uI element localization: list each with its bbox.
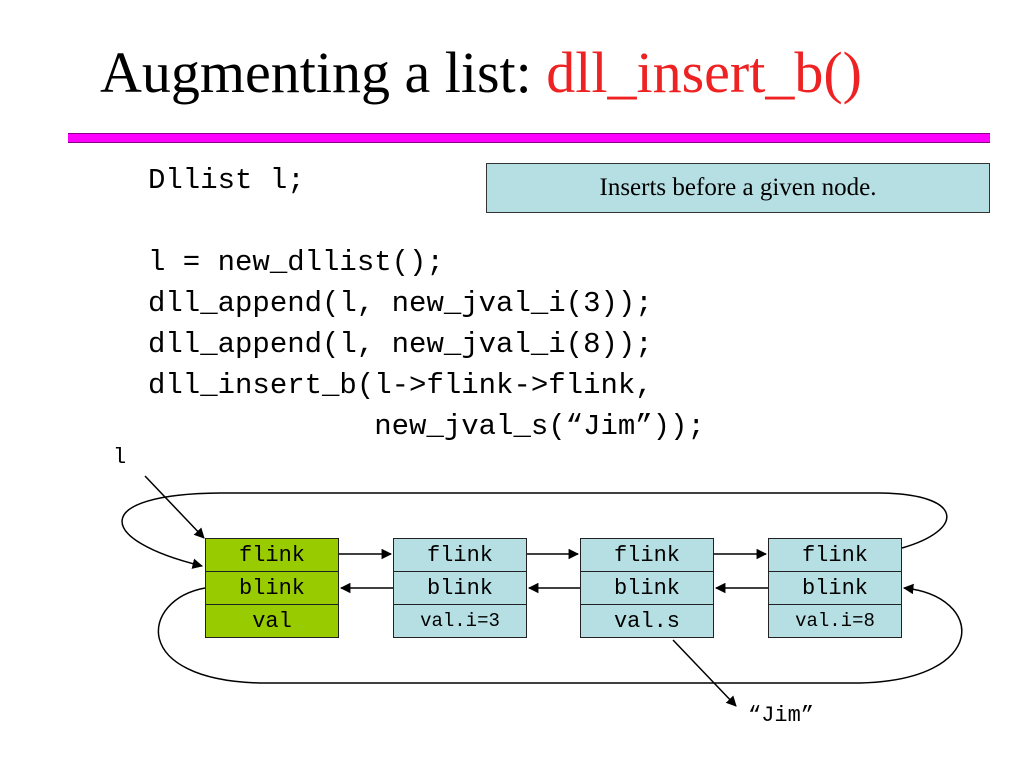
node-blink-cell: blink [393, 571, 527, 605]
code-line-7: new_jval_s(“Jim”)); [148, 410, 705, 443]
slide-title: Augmenting a list: dll_insert_b() [100, 40, 862, 107]
list-variable-label: l [113, 445, 127, 470]
wrap-flink-arrow [121, 492, 948, 569]
node-flink-cell: flink [580, 538, 714, 572]
callout-box: Inserts before a given node. [486, 163, 990, 213]
node-val-3: flink blink val.i=3 [393, 538, 527, 638]
node-blink-cell: blink [205, 571, 339, 605]
val-s-pointer-arrow [672, 639, 737, 707]
node-val-jim: flink blink val.s [580, 538, 714, 638]
code-line-6: dll_insert_b(l->flink->flink, [148, 369, 653, 402]
jim-string-label: “Jim” [748, 703, 815, 728]
node-val-cell: val.i=8 [768, 604, 902, 638]
node-flink-cell: flink [205, 538, 339, 572]
title-function: dll_insert_b() [546, 40, 862, 105]
title-divider [68, 133, 990, 143]
callout-text: Inserts before a given node. [599, 174, 877, 201]
wrap-blink-arrow [157, 583, 963, 684]
node-val-cell: val [205, 604, 339, 638]
code-line-3: l = new_dllist(); [148, 246, 444, 279]
sentinel-node: flink blink val [205, 538, 339, 638]
node-blink-cell: blink [768, 571, 902, 605]
node-val-8: flink blink val.i=8 [768, 538, 902, 638]
node-flink-cell: flink [768, 538, 902, 572]
code-line-4: dll_append(l, new_jval_i(3)); [148, 287, 653, 320]
code-line-1: Dllist l; [148, 164, 305, 197]
node-val-cell: val.s [580, 604, 714, 638]
code-line-5: dll_append(l, new_jval_i(8)); [148, 328, 653, 361]
title-prefix: Augmenting a list: [100, 40, 547, 105]
node-val-cell: val.i=3 [393, 604, 527, 638]
list-pointer-arrow [144, 475, 205, 539]
node-blink-cell: blink [580, 571, 714, 605]
